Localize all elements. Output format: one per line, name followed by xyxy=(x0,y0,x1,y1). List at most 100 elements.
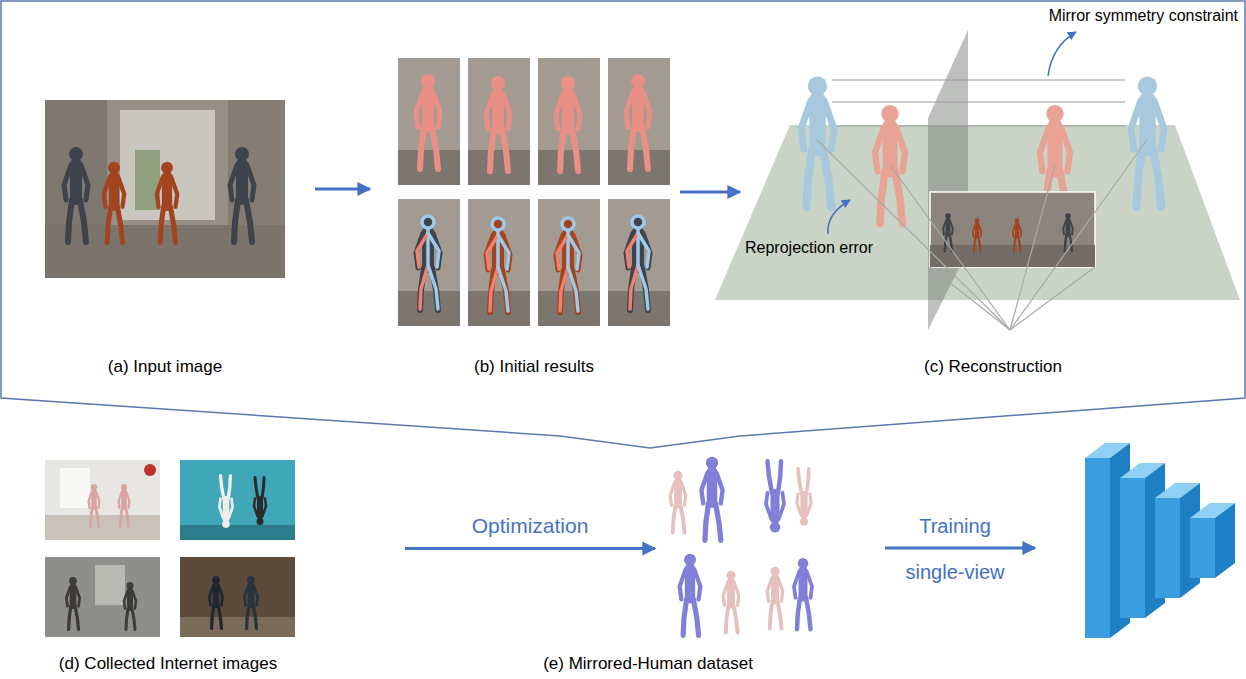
internet-photos xyxy=(209,576,222,628)
reconstruction-scene xyxy=(832,79,1125,80)
internet-photos xyxy=(144,464,156,476)
reconstruction-scene xyxy=(1010,267,1095,330)
dataset-figures xyxy=(794,558,812,629)
internet-photos xyxy=(124,582,136,630)
reconstruction-scene xyxy=(1010,165,1055,330)
callout-label: Mirror symmetry constraint xyxy=(1049,6,1238,25)
callout-label: Reprojection error xyxy=(745,238,873,257)
figure-panel: (d) Collected Internet images xyxy=(45,460,295,637)
internet-photos xyxy=(244,576,257,628)
initial-results-thumbnails xyxy=(626,74,650,169)
input-photo xyxy=(157,162,177,243)
initial-results-thumbnails xyxy=(608,150,670,185)
flow-arrow xyxy=(405,547,655,550)
reconstruction-scene xyxy=(1048,32,1076,76)
reconstruction-scene xyxy=(1010,140,1147,330)
initial-results-thumbnails xyxy=(538,58,600,185)
dataset-figures xyxy=(701,457,722,541)
network-blocks xyxy=(1155,498,1180,598)
initial-results-thumbnails xyxy=(398,58,670,326)
figure-caption: (a) Input image xyxy=(108,357,222,377)
reconstruction-scene xyxy=(832,101,1125,102)
initial-results-thumbnails xyxy=(417,216,439,309)
internet-photos xyxy=(95,565,125,605)
figure-caption: (c) Reconstruction xyxy=(924,357,1062,377)
callout-panel xyxy=(1,1,1245,448)
initial-results-thumbnails xyxy=(556,76,580,171)
internet-photos xyxy=(89,484,100,527)
reconstruction-scene xyxy=(1013,218,1021,251)
initial-results-thumbnails xyxy=(626,215,650,310)
arrow-label: single-view xyxy=(906,560,1005,584)
initial-results-thumbnails xyxy=(398,199,460,326)
reconstruction-scene xyxy=(828,200,850,234)
dataset-figures xyxy=(670,471,686,533)
reconstruction-scene xyxy=(817,140,1010,330)
initial-results-thumbnails xyxy=(468,58,530,185)
internet-photos xyxy=(180,557,295,637)
internet-photos xyxy=(45,515,160,540)
reconstruction-scene xyxy=(801,77,834,208)
network-blocks xyxy=(1085,458,1110,638)
dataset-figures xyxy=(767,567,783,629)
initial-results-thumbnails xyxy=(627,216,649,309)
initial-results-thumbnails xyxy=(556,217,580,312)
figure-panel: (b) Initial results xyxy=(398,58,670,326)
input-photo xyxy=(104,162,124,243)
network-blocks xyxy=(1190,518,1215,578)
reconstruction-scene xyxy=(817,140,1147,330)
input-photo xyxy=(45,100,285,278)
internet-photos xyxy=(219,476,232,528)
reconstruction-scene xyxy=(930,192,1095,267)
training-arrow xyxy=(885,547,1035,550)
initial-results-thumbnails xyxy=(486,217,510,312)
reconstruction-scene xyxy=(875,105,905,224)
initial-results-thumbnails xyxy=(538,199,600,326)
internet-photos xyxy=(254,478,266,526)
reconstruction-scene xyxy=(715,30,1240,330)
reconstruction-scene xyxy=(1131,77,1164,208)
flow-arrow xyxy=(680,191,740,194)
input-photo xyxy=(230,147,254,242)
initial-results-thumbnails xyxy=(608,291,670,326)
arrow-label: Optimization xyxy=(472,513,589,538)
flow-arrow xyxy=(315,188,370,191)
dataset-figures xyxy=(797,469,811,526)
initial-results-thumbnails xyxy=(468,199,530,326)
reconstruction-scene xyxy=(973,218,981,251)
internet-photos xyxy=(60,468,90,508)
initial-results-thumbnails xyxy=(468,150,530,185)
initial-results-thumbnails xyxy=(487,218,509,311)
arrow-label: Training xyxy=(919,514,991,538)
internet-photos xyxy=(45,460,160,540)
reconstruction-scene xyxy=(930,267,1010,330)
initial-results-thumbnails xyxy=(608,199,670,326)
internet-photos xyxy=(180,617,295,637)
figure-caption: (b) Initial results xyxy=(474,357,594,377)
initial-results-thumbnails xyxy=(416,74,440,169)
input-photo xyxy=(45,100,285,278)
reconstruction-scene xyxy=(832,125,1125,126)
internet-photos xyxy=(119,484,130,527)
initial-results-thumbnails xyxy=(608,58,670,185)
internet-photos xyxy=(66,577,79,629)
internet-photos xyxy=(45,557,160,637)
input-photo xyxy=(64,147,88,242)
reconstruction-scene xyxy=(890,165,1010,330)
dataset-figures xyxy=(723,571,739,633)
initial-results-thumbnails xyxy=(398,150,460,185)
initial-results-thumbnails xyxy=(416,215,440,310)
initial-results-thumbnails xyxy=(538,291,600,326)
initial-results-thumbnails xyxy=(468,291,530,326)
reconstruction-scene xyxy=(930,245,1095,267)
dataset-figures xyxy=(766,461,784,532)
internet-photos xyxy=(180,525,295,540)
figure-panel: (e) Mirrored-Human dataset xyxy=(660,450,820,640)
network-blocks xyxy=(1120,478,1145,618)
figure-panel: (c) Reconstruction xyxy=(745,15,1240,335)
initial-results-thumbnails xyxy=(557,218,579,311)
network-blocks xyxy=(1215,503,1235,578)
